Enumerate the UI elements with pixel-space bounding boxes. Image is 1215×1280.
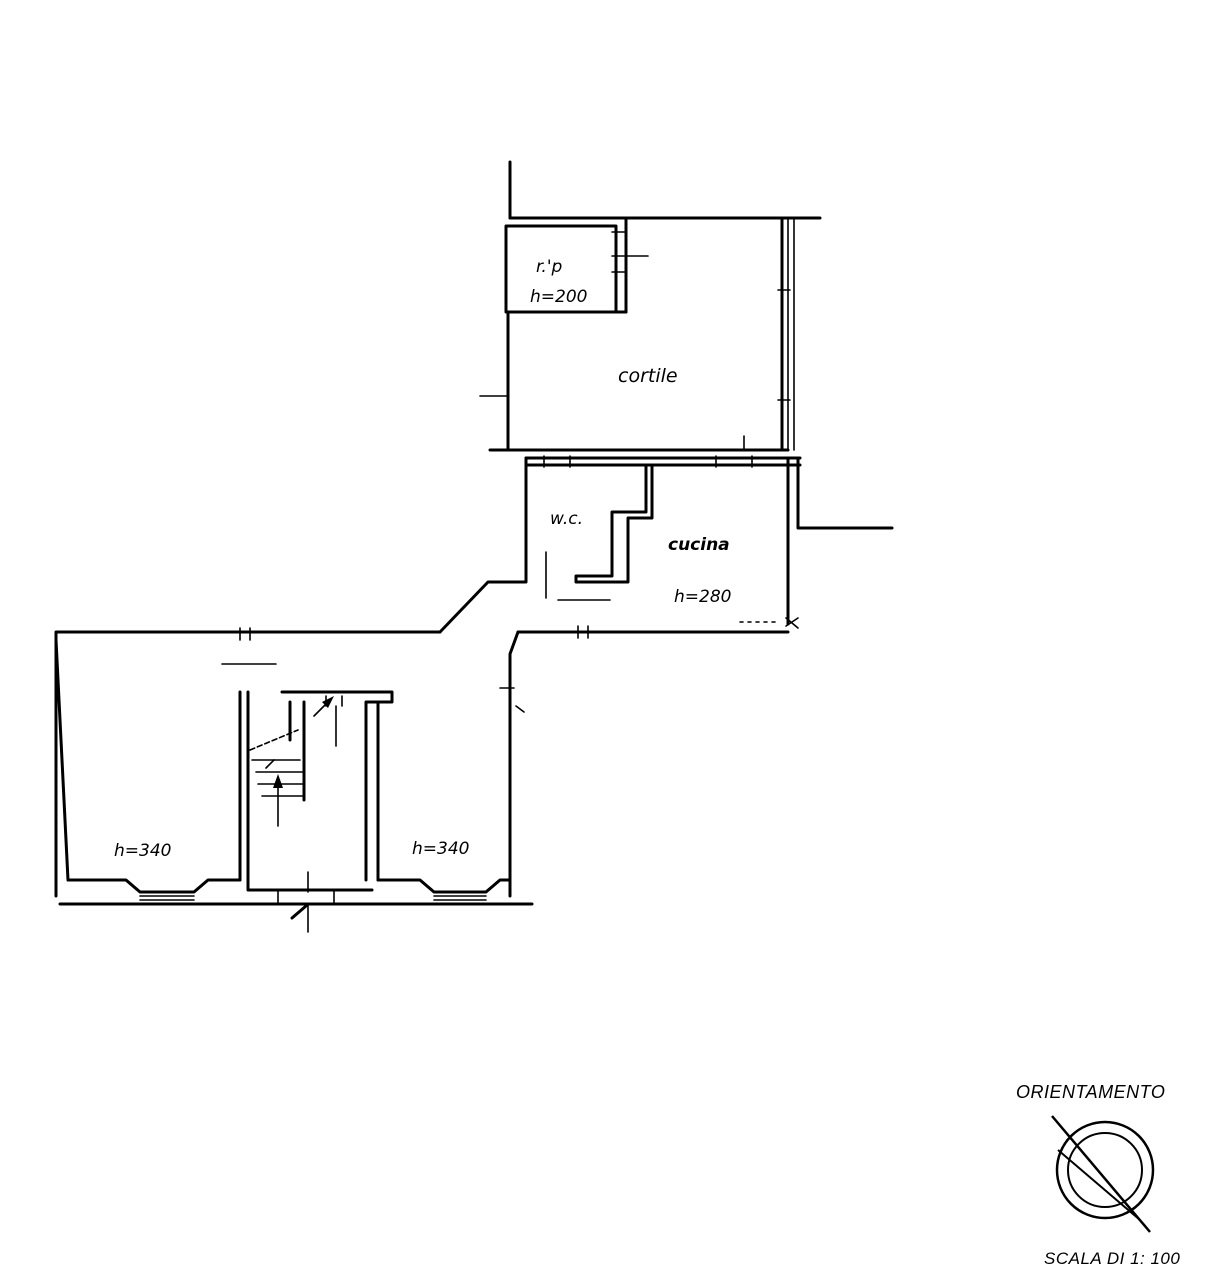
- ripostiglio-height-label: h=200: [530, 287, 587, 307]
- apartment-outer-walls: [54, 627, 534, 906]
- courtyard-walls: [479, 160, 822, 452]
- left-room-height-label: h=340: [114, 841, 171, 861]
- ripostiglio-label: r.'p: [536, 257, 563, 277]
- wc-label: w.c.: [550, 509, 583, 529]
- stair-arrow-icon: [265, 696, 334, 827]
- entrance-arrow-icon: [290, 903, 309, 933]
- left-room: [54, 638, 242, 901]
- orientation-label: ORIENTAMENTO: [1016, 1082, 1165, 1102]
- kitchen-height-label: h=280: [674, 587, 731, 607]
- right-room: [376, 700, 512, 901]
- scale-label: SCALA DI 1: 100: [1044, 1249, 1180, 1268]
- compass-icon: [1051, 1115, 1155, 1233]
- kitchen-block-walls: [438, 455, 894, 639]
- kitchen-label: cucina: [668, 535, 730, 555]
- staircase: [246, 690, 394, 905]
- courtyard-label: cortile: [618, 365, 678, 387]
- right-room-height-label: h=340: [412, 839, 469, 859]
- ripostiglio-room: [504, 216, 649, 314]
